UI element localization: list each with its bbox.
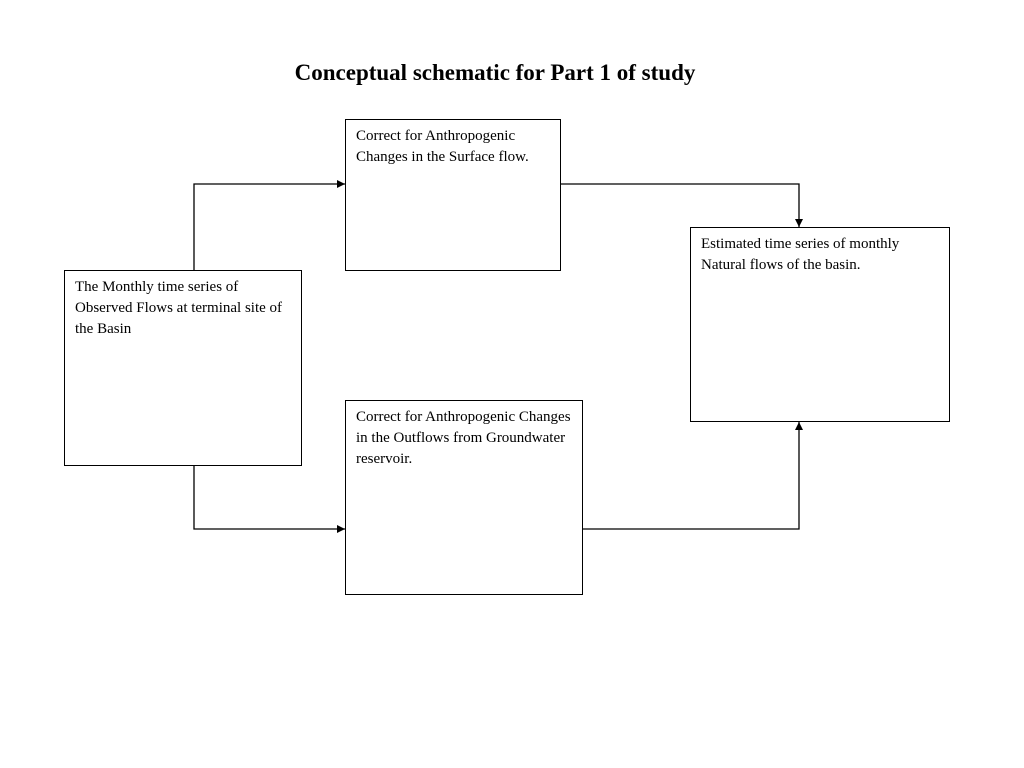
arrow-observed-to-surface [193,180,345,270]
diagram-title: Conceptual schematic for Part 1 of study [294,60,696,85]
arrow-groundwater-to-natural [583,422,803,530]
arrow-surface-to-natural [561,183,803,227]
groundwater-correction-box: Correct for Anthropogenic Changes in the… [345,400,583,595]
natural-flows-box: Estimated time series of monthly Natural… [690,227,950,422]
surface-flow-correction-box: Correct for Anthropogenic Changes in the… [345,119,561,271]
observed-flows-box: The Monthly time series of Observed Flow… [64,270,302,466]
arrow-observed-to-groundwater [193,466,345,533]
